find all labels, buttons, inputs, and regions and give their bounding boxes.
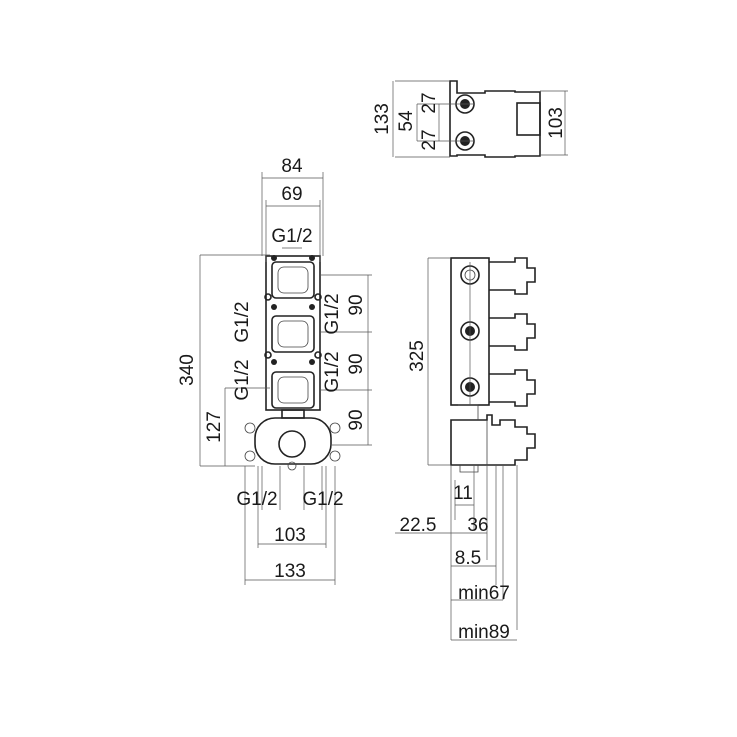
side-view: 325 11 22.5 36 8.5 min67 min89 — [395, 257, 536, 643]
thread-top: G1/2 — [271, 226, 312, 247]
dim-84: 84 — [281, 156, 303, 177]
dim-22-5: 22.5 — [400, 515, 437, 536]
dim-90-3: 90 — [346, 409, 367, 430]
dim-8-5: 8.5 — [455, 548, 481, 569]
dim-27-lower: 27 — [419, 129, 440, 150]
top-view: 133 54 27 27 103 — [372, 80, 568, 158]
thread-right-2: G1/2 — [322, 351, 343, 392]
dim-36: 36 — [467, 515, 488, 536]
dim-90-2: 90 — [346, 353, 367, 374]
dim-11: 11 — [453, 483, 473, 504]
thread-bottom-left: G1/2 — [236, 489, 277, 510]
dim-103-front: 103 — [274, 525, 306, 546]
dim-69: 69 — [281, 184, 302, 205]
dim-103-top: 103 — [546, 107, 567, 139]
dim-54: 54 — [396, 110, 417, 132]
dim-325: 325 — [407, 340, 428, 372]
thread-left-1: G1/2 — [232, 301, 253, 342]
dim-min89: min89 — [458, 622, 510, 643]
dim-min67: min67 — [458, 583, 510, 604]
dim-127: 127 — [204, 411, 225, 443]
dim-133-top: 133 — [372, 103, 393, 135]
thread-bottom-right: G1/2 — [302, 489, 343, 510]
dim-133-front: 133 — [274, 561, 306, 582]
dim-340: 340 — [177, 354, 198, 386]
thread-right-1: G1/2 — [322, 293, 343, 334]
thread-left-2: G1/2 — [232, 359, 253, 400]
front-view: 84 69 G1/2 340 127 G1/2 G1/2 G1/2 G1/2 9… — [177, 156, 372, 585]
dim-27-upper: 27 — [419, 92, 440, 113]
dim-90-1: 90 — [346, 294, 367, 315]
